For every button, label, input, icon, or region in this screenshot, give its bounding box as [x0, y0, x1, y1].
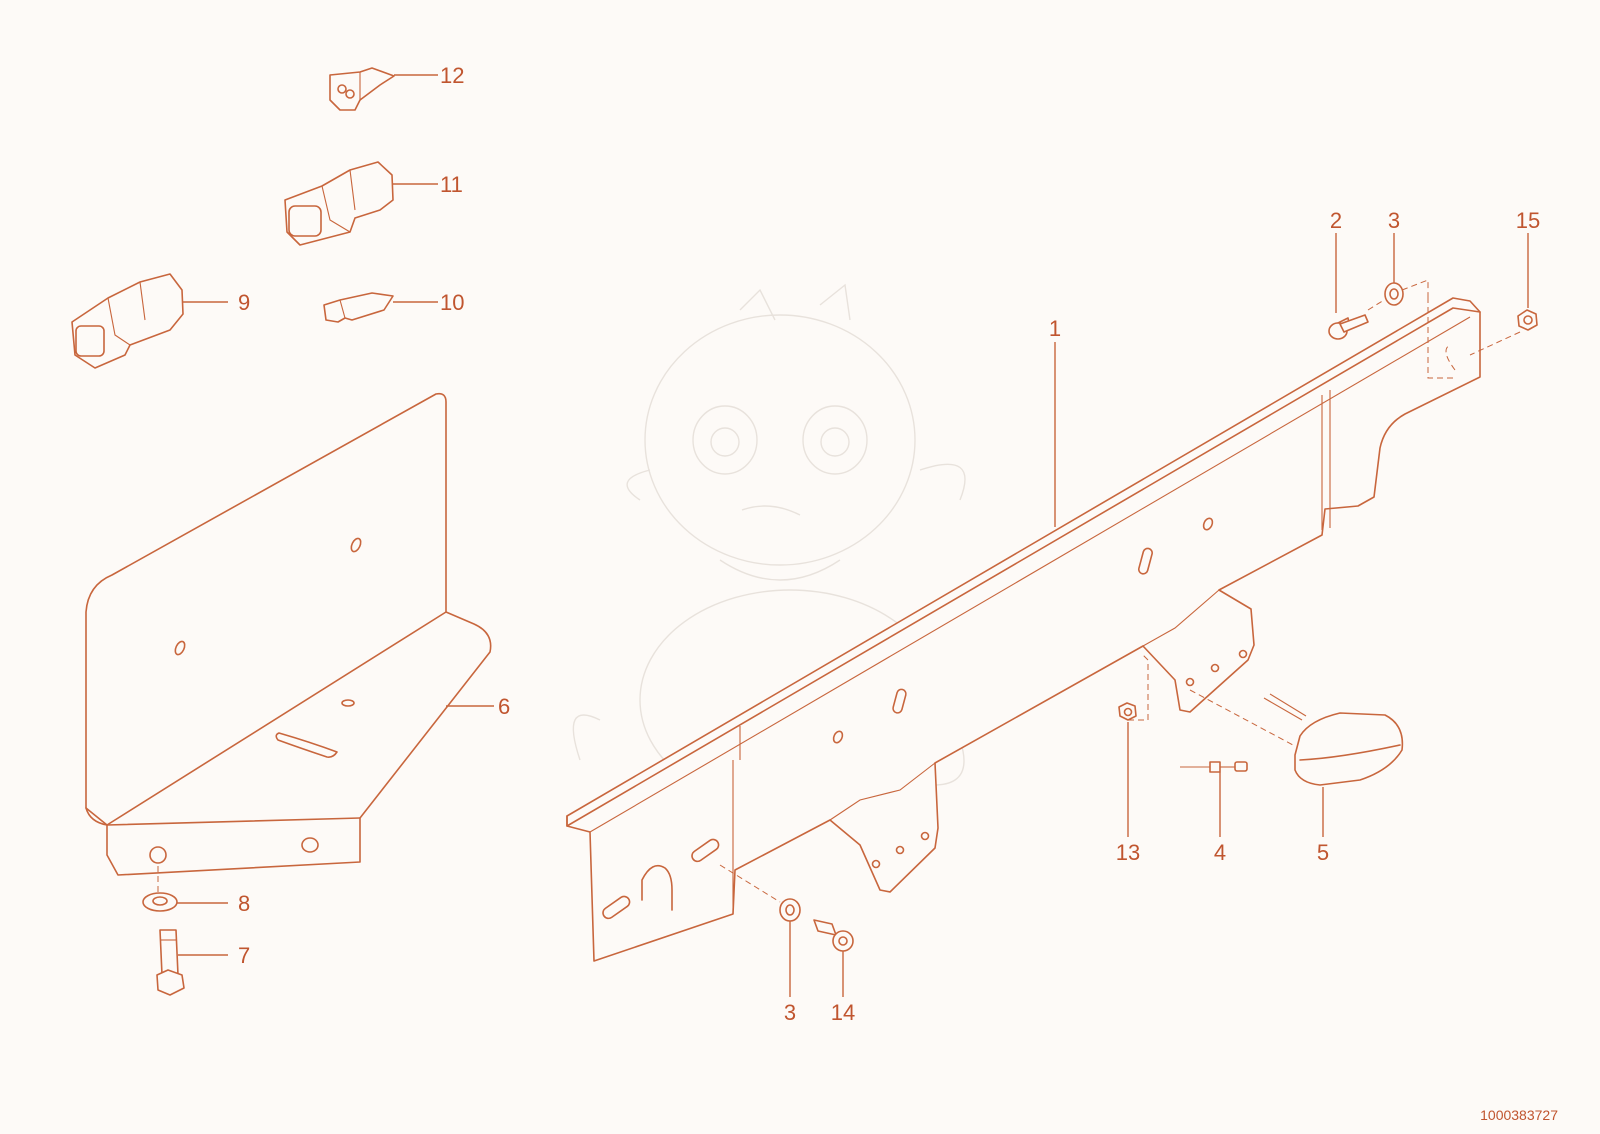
callout-4: 4 — [1214, 840, 1226, 865]
callout-1: 1 — [1049, 316, 1061, 341]
part-1-mounting-rail — [566, 297, 1481, 962]
part-12-connector-cap — [329, 67, 395, 111]
part-14-screw — [813, 919, 854, 952]
callout-9: 9 — [238, 290, 250, 315]
part-3-washer-top — [1367, 279, 1429, 311]
callout-12: 12 — [440, 63, 464, 88]
part-6-angle-bracket — [85, 392, 492, 894]
callout-3-bottom: 3 — [784, 1000, 796, 1025]
callout-10: 10 — [440, 290, 464, 315]
part-15-nut — [1469, 309, 1538, 356]
part-10-clip — [323, 292, 394, 323]
callout-6: 6 — [498, 694, 510, 719]
callout-7: 7 — [238, 943, 250, 968]
callout-15: 15 — [1516, 208, 1540, 233]
leader-lines — [177, 74, 1529, 997]
callout-5: 5 — [1317, 840, 1329, 865]
part-11-connector-housing — [284, 161, 394, 246]
part-13-nut — [1118, 654, 1149, 721]
callout-2: 2 — [1330, 208, 1342, 233]
callout-8: 8 — [238, 891, 250, 916]
part-2-bolt — [1328, 314, 1369, 340]
callout-13: 13 — [1116, 840, 1140, 865]
callout-numbers: 1 2 3 15 12 11 9 10 6 8 7 3 14 13 4 5 — [238, 63, 1540, 1025]
callout-14: 14 — [831, 1000, 855, 1025]
diagram-reference-number: 1000383727 — [1480, 1107, 1558, 1123]
part-9-connector — [71, 273, 184, 369]
part-4-wire-lead — [1180, 761, 1248, 773]
callout-3-top: 3 — [1388, 208, 1400, 233]
part-8-washer — [142, 892, 178, 912]
callout-11: 11 — [440, 172, 463, 197]
part-5-lamp — [1189, 689, 1404, 786]
part-7-hex-bolt — [156, 929, 185, 996]
